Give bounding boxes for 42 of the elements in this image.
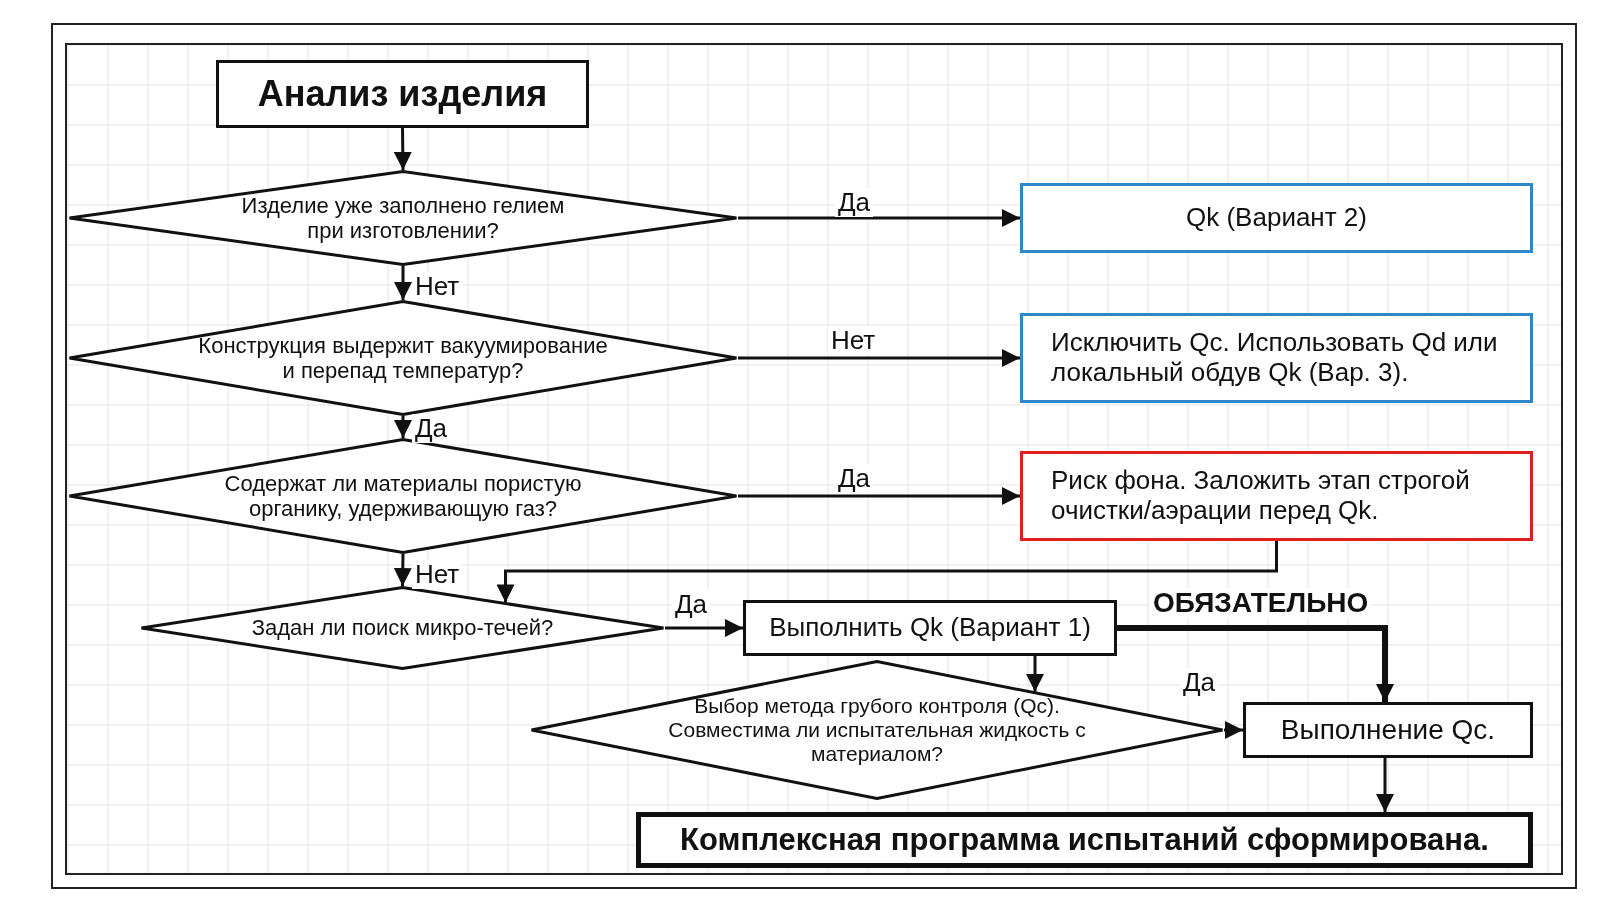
edge-label: Да: [672, 590, 711, 619]
process-box: [743, 600, 1117, 656]
edge-label: Да: [1180, 668, 1219, 697]
decision-diamond: [68, 170, 738, 266]
arrow: [1224, 721, 1243, 739]
box-text: Исключить Qc. Использовать Qd или локальный обдув Qk (Вар. 3).: [1051, 328, 1499, 388]
arrow: [665, 619, 743, 637]
edge-label: Нет: [412, 272, 463, 301]
box-text: Комплексная программа испытаний сформирована.: [680, 822, 1489, 858]
result-box: [1020, 183, 1533, 253]
box-text: Риск фона. Заложить этап строгой очистки/аэрации перед Qk.: [1051, 466, 1471, 526]
arrow: [496, 541, 1278, 603]
question-text: Изделие уже заполнено гелием при изготовлении?: [240, 192, 566, 244]
question-text: Выбор метода грубого контроля (Qc). Совместима ли испытательная жидкость с материалом?: [667, 693, 1087, 767]
final-box: [636, 812, 1533, 868]
arrow: [1376, 758, 1394, 812]
edge-label: Нет: [412, 560, 463, 589]
title-text: Анализ изделия: [257, 73, 548, 115]
warning-box: [1020, 451, 1533, 541]
decision-diamond: [68, 300, 738, 416]
arrow: [394, 266, 412, 300]
box-text: Выполнить Qk (Вариант 1): [769, 613, 1091, 643]
edge-label: Да: [835, 464, 874, 493]
arrow: [1117, 625, 1394, 702]
arrow: [393, 128, 412, 170]
edge-label: Да: [835, 188, 874, 217]
question-text: Содержат ли материалы пористую органику, удерживающую газ?: [223, 470, 583, 522]
arrow: [1026, 656, 1044, 692]
result-box: [1020, 313, 1533, 403]
edge-label: ОБЯЗАТЕЛЬНО: [1150, 588, 1372, 619]
arrow: [738, 487, 1020, 505]
box-text: Qk (Вариант 2): [1186, 203, 1367, 233]
question-text: Конструкция выдержит вакуумирование и перепад температур?: [197, 332, 609, 384]
process-box: [1243, 702, 1533, 758]
arrow: [393, 553, 412, 587]
arrow: [738, 349, 1020, 367]
box-text: Выполнение Qc.: [1280, 713, 1496, 747]
decision-diamond: [140, 586, 665, 670]
title-box: [216, 60, 589, 128]
arrow: [738, 209, 1020, 227]
arrow: [394, 416, 412, 438]
question-text: Задан ли поиск микро-течей?: [251, 615, 554, 641]
